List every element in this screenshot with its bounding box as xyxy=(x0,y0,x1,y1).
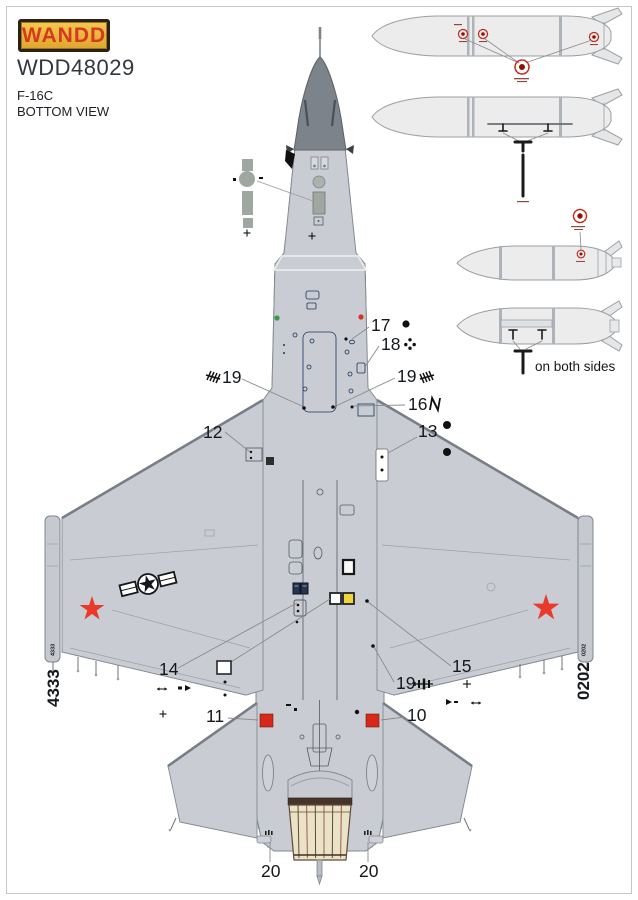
fuel-tanks: on both sides xyxy=(371,7,623,375)
callout-19-right-label: 19 xyxy=(397,366,416,386)
tank2-pylon-marks xyxy=(487,123,573,203)
dot-panel xyxy=(293,599,307,624)
callout-target-12 xyxy=(245,447,274,465)
intake-lip xyxy=(272,255,368,271)
roundel-decal xyxy=(576,249,586,259)
red-star-right xyxy=(532,593,560,620)
static-dischargers xyxy=(51,656,589,832)
callout-19-left-label: 19 xyxy=(222,367,241,387)
callout-20-right-label: 20 xyxy=(359,861,379,881)
callout-11-label: 11 xyxy=(206,706,224,726)
callout-15-label: 15 xyxy=(452,656,471,676)
leading-edges xyxy=(61,398,579,768)
nozzle-target-marks xyxy=(265,830,372,835)
decal-symbol-double-arrow-right xyxy=(471,701,481,705)
callout-endpoint-dots xyxy=(302,337,375,648)
callout-14-label: 14 xyxy=(159,659,179,679)
callout-13-label: 13 xyxy=(418,421,437,441)
serial-left-large: 4333 xyxy=(44,669,63,707)
wandd-logo: WANDD xyxy=(18,19,110,52)
fuel-tank-2-side xyxy=(371,88,623,146)
callout-19-lower-label: 19 xyxy=(396,673,415,693)
note-on-both-sides: on both sides xyxy=(535,359,616,374)
engine-nozzle xyxy=(287,770,353,886)
black-border-placard xyxy=(341,558,356,576)
blue-section-details xyxy=(283,290,375,417)
white-square-placard xyxy=(329,592,342,605)
nav-light-green xyxy=(274,315,280,321)
decal-symbol-double-arrow-left xyxy=(157,687,167,691)
usaf-insignia xyxy=(118,570,178,598)
roundel-decal xyxy=(457,28,469,40)
callout-18-label: 18 xyxy=(381,334,400,354)
callout-lines xyxy=(177,326,452,862)
product-code: WDD48029 xyxy=(17,55,135,80)
callout-labels: 17 18 19 19 16 12 13 14 15 19 11 10 20 2… xyxy=(159,315,471,881)
decal-symbol-n-16 xyxy=(429,395,441,413)
aircraft-type: F-16C xyxy=(17,88,54,103)
navy-placard-pair xyxy=(292,582,309,595)
fuel-tank-1-side xyxy=(371,7,623,65)
callouts: 17 18 19 19 16 12 13 14 15 19 11 10 20 2… xyxy=(157,315,481,881)
red-star-left xyxy=(79,596,105,620)
fuel-tank-4-bottom: on both sides xyxy=(456,300,623,375)
decal-symbol-dot-13a xyxy=(443,421,451,429)
decal-symbol-hash-19-left xyxy=(205,370,221,384)
decal-symbol-dots-18 xyxy=(404,338,416,350)
decal-symbol-comb-19 xyxy=(414,678,433,690)
aircraft-diagram: 4333 4333 0202 0202 xyxy=(44,27,594,886)
roundel-decal-large xyxy=(572,208,588,224)
callout-17-label: 17 xyxy=(371,315,390,335)
decal-symbol-dot-13b xyxy=(443,448,451,456)
decal-symbol-bar-arrow xyxy=(178,685,191,691)
black-dot-decal xyxy=(354,709,360,715)
yellow-square-placard xyxy=(342,592,355,605)
callout-10-label: 10 xyxy=(407,705,427,725)
left-wingtip-rail xyxy=(44,515,61,663)
view-label: BOTTOM VIEW xyxy=(17,104,110,119)
callout-target-13 xyxy=(375,448,389,482)
right-wingtip-rail xyxy=(577,515,594,663)
ventral-fin-right xyxy=(366,754,378,792)
brand-name: WANDD xyxy=(21,23,107,47)
aoa-probe-mark xyxy=(285,150,295,169)
red-square-decal-10 xyxy=(365,713,380,728)
tank1-roundels xyxy=(454,24,600,83)
decal-symbol-square-14 xyxy=(216,660,232,675)
antenna-decal-set xyxy=(233,159,314,228)
fuel-tank-3-side xyxy=(456,208,623,281)
serial-right-large: 0202 xyxy=(574,662,593,700)
radome xyxy=(286,56,354,154)
callout-16-label: 16 xyxy=(408,394,427,414)
serial-left-rail: 4333 xyxy=(51,644,57,656)
roundel-decal-large xyxy=(514,59,530,75)
nav-light-red xyxy=(358,314,364,320)
callout-20-left-label: 20 xyxy=(261,861,281,881)
pitot-tube xyxy=(318,27,322,57)
decal-symbol-triangle-bar xyxy=(446,699,458,705)
roundel-decal xyxy=(477,28,489,40)
tiny-cross-marks xyxy=(159,229,471,718)
serial-right-rail: 0202 xyxy=(582,644,588,656)
roundel-decal xyxy=(588,31,600,43)
ventral-fin-left xyxy=(262,754,274,792)
decal-symbol-hash-19-right xyxy=(419,370,435,384)
fuselage-details xyxy=(288,156,355,810)
red-square-decal-11 xyxy=(259,713,274,728)
callout-12-label: 12 xyxy=(203,422,222,442)
decal-symbol-dot-17 xyxy=(402,320,410,328)
